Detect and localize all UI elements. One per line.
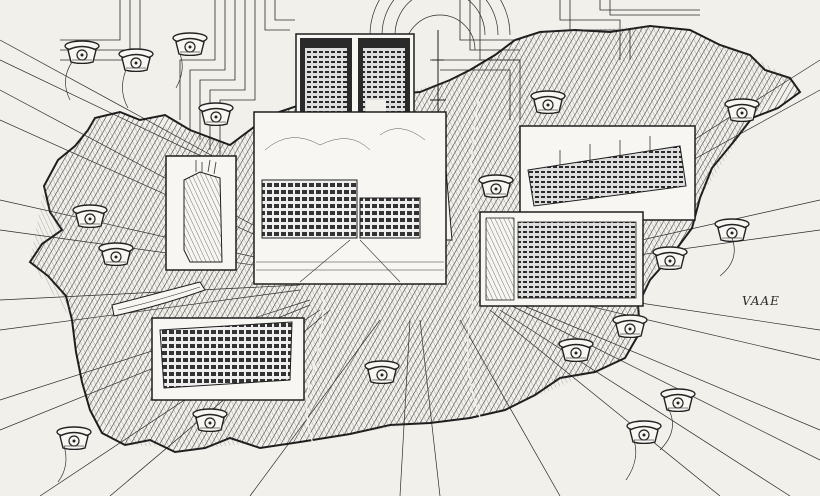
- rotary-telephone-icon: [626, 420, 662, 444]
- rotary-telephone-icon: [724, 98, 760, 122]
- rotary-telephone-icon: [198, 102, 234, 126]
- relay-rack-vignette: [479, 211, 644, 307]
- rotary-telephone-icon: [530, 90, 566, 114]
- lake-balaton: [111, 281, 206, 317]
- exchange-panel-vignette: [151, 317, 305, 401]
- rotary-telephone-icon: [364, 360, 400, 384]
- rotary-telephone-icon: [72, 204, 108, 228]
- artist-signature: VAAE: [742, 294, 780, 308]
- rotary-telephone-icon: [56, 426, 92, 450]
- rotary-telephone-icon: [192, 408, 228, 432]
- equipment-racks-vignette: [165, 155, 237, 271]
- rotary-telephone-icon: [478, 174, 514, 198]
- phone-cords: [57, 53, 735, 483]
- switchboard-vignette: [519, 125, 696, 221]
- rotary-telephone-icon: [172, 32, 208, 56]
- rotary-telephone-icon: [118, 48, 154, 72]
- rotary-telephone-icon: [64, 40, 100, 64]
- rotary-telephone-icon: [612, 314, 648, 338]
- rotary-telephone-icon: [98, 242, 134, 266]
- rotary-telephone-icon: [558, 338, 594, 362]
- rotary-telephone-icon: [660, 388, 696, 412]
- telecom-buildings-vignette: [253, 111, 447, 285]
- rotary-telephone-icon: [652, 246, 688, 270]
